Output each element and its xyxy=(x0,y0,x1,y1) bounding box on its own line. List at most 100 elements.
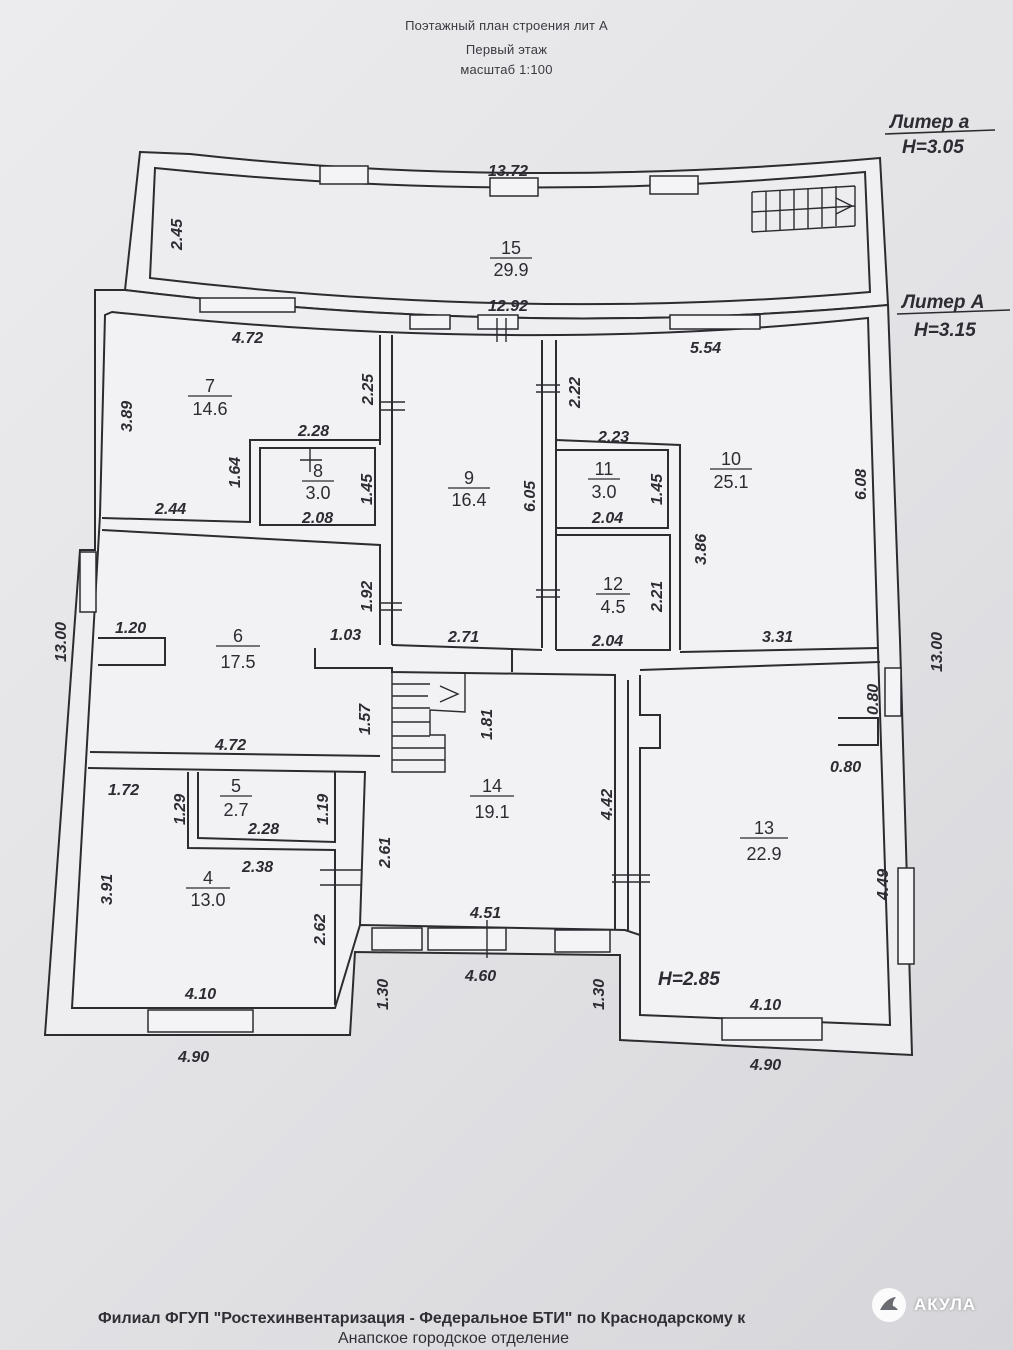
staircase-main xyxy=(391,672,466,773)
svg-text:3.0: 3.0 xyxy=(305,483,330,503)
liter-big-label: Литер А H=3.15 xyxy=(896,292,1011,341)
svg-text:1.20: 1.20 xyxy=(115,620,146,637)
svg-text:4.5: 4.5 xyxy=(600,597,625,617)
svg-text:1.19: 1.19 xyxy=(315,794,332,825)
plan-scale-label: масштаб 1:100 xyxy=(460,62,553,77)
svg-text:0.80: 0.80 xyxy=(865,684,882,715)
svg-text:29.9: 29.9 xyxy=(493,260,528,280)
svg-text:22.9: 22.9 xyxy=(746,844,781,864)
svg-text:2.28: 2.28 xyxy=(297,423,329,440)
svg-text:5.54: 5.54 xyxy=(690,340,721,357)
svg-text:3.0: 3.0 xyxy=(591,482,616,502)
svg-text:4.42: 4.42 xyxy=(599,789,616,821)
svg-text:2.7: 2.7 xyxy=(223,800,248,820)
svg-text:H=3.15: H=3.15 xyxy=(914,320,976,341)
svg-text:1.64: 1.64 xyxy=(227,457,244,488)
svg-text:13.72: 13.72 xyxy=(488,163,528,180)
door-marks xyxy=(300,318,650,958)
svg-text:13: 13 xyxy=(754,818,774,838)
svg-text:14.6: 14.6 xyxy=(192,399,227,419)
room-8: 8 3.0 xyxy=(302,461,334,503)
svg-text:12.92: 12.92 xyxy=(488,298,528,315)
interior-partitions xyxy=(87,335,881,1015)
svg-text:H=3.05: H=3.05 xyxy=(902,137,964,158)
footer-department: Анапское городское отделение xyxy=(338,1330,570,1347)
svg-text:13.00: 13.00 xyxy=(929,632,946,672)
svg-text:11: 11 xyxy=(595,459,614,479)
svg-text:4: 4 xyxy=(203,868,213,888)
svg-text:1.45: 1.45 xyxy=(649,473,666,505)
room-10: 10 25.1 xyxy=(710,449,752,492)
svg-text:2.45: 2.45 xyxy=(169,218,186,251)
svg-text:2.22: 2.22 xyxy=(567,377,584,409)
main-inner-wall xyxy=(70,310,892,1027)
watermark-text: АКУЛА xyxy=(914,1295,977,1314)
svg-text:4.49: 4.49 xyxy=(875,869,892,901)
room-14: 14 19.1 xyxy=(470,776,514,822)
staircase-veranda xyxy=(751,185,856,233)
floor-plan-drawing: 13.72 2.45 12.92 4.72 2.25 3.89 2.28 1.6… xyxy=(43,112,1011,1074)
svg-text:2.28: 2.28 xyxy=(247,821,279,838)
svg-text:19.1: 19.1 xyxy=(474,802,509,822)
svg-text:3.91: 3.91 xyxy=(99,874,116,905)
svg-text:2.44: 2.44 xyxy=(154,501,186,518)
room-12: 12 4.5 xyxy=(596,574,630,617)
svg-text:1.29: 1.29 xyxy=(172,794,189,825)
svg-text:4.90: 4.90 xyxy=(177,1049,209,1066)
shark-logo-icon xyxy=(872,1288,906,1322)
svg-text:0.80: 0.80 xyxy=(830,759,861,776)
svg-text:4.60: 4.60 xyxy=(464,968,496,985)
svg-text:4.51: 4.51 xyxy=(469,905,501,922)
svg-text:2.21: 2.21 xyxy=(649,581,666,613)
svg-text:1.57: 1.57 xyxy=(357,703,374,735)
svg-text:9: 9 xyxy=(464,468,474,488)
svg-text:16.4: 16.4 xyxy=(451,490,486,510)
svg-text:4.72: 4.72 xyxy=(214,737,246,754)
room-9: 9 16.4 xyxy=(448,468,490,510)
svg-text:2.04: 2.04 xyxy=(591,633,623,650)
svg-text:1.72: 1.72 xyxy=(108,782,139,799)
svg-text:4.72: 4.72 xyxy=(231,330,263,347)
svg-text:4.90: 4.90 xyxy=(749,1057,781,1074)
svg-text:1.03: 1.03 xyxy=(330,627,361,644)
svg-text:4.10: 4.10 xyxy=(184,986,216,1003)
liter-small-label: Литер а H=3.05 xyxy=(884,112,996,158)
svg-text:17.5: 17.5 xyxy=(220,652,255,672)
svg-text:15: 15 xyxy=(501,238,521,258)
room-7: 7 14.6 xyxy=(188,376,232,419)
svg-text:14: 14 xyxy=(482,776,502,796)
svg-text:2.25: 2.25 xyxy=(360,373,377,406)
windows xyxy=(79,165,915,1041)
svg-text:1.30: 1.30 xyxy=(591,979,608,1010)
svg-text:2.61: 2.61 xyxy=(377,837,394,869)
svg-text:8: 8 xyxy=(313,461,323,481)
room-6: 6 17.5 xyxy=(216,626,260,672)
svg-text:3.86: 3.86 xyxy=(693,534,710,565)
svg-text:2.62: 2.62 xyxy=(312,914,329,946)
svg-text:2.71: 2.71 xyxy=(447,629,479,646)
svg-text:2.38: 2.38 xyxy=(241,859,273,876)
svg-text:2.23: 2.23 xyxy=(597,429,629,446)
room-15: 15 29.9 xyxy=(490,238,532,280)
svg-text:6.08: 6.08 xyxy=(853,469,870,500)
footer-organization: Филиал ФГУП "Ростехинвентаризация - Феде… xyxy=(98,1310,746,1327)
svg-text:6: 6 xyxy=(233,626,243,646)
svg-text:2.04: 2.04 xyxy=(591,510,623,527)
room-13: 13 22.9 xyxy=(740,818,788,864)
dimension-labels: 13.72 2.45 12.92 4.72 2.25 3.89 2.28 1.6… xyxy=(53,163,946,1074)
svg-text:25.1: 25.1 xyxy=(713,472,748,492)
room-4: 4 13.0 xyxy=(186,868,230,910)
plan-title: Поэтажный план строения лит А xyxy=(405,18,608,33)
svg-text:1.92: 1.92 xyxy=(359,581,376,612)
svg-text:3.31: 3.31 xyxy=(762,629,793,646)
plan-floor-label: Первый этаж xyxy=(465,42,548,57)
watermark: АКУЛА xyxy=(872,1286,1000,1324)
svg-text:10: 10 xyxy=(721,449,741,469)
svg-text:1.81: 1.81 xyxy=(479,709,496,740)
room-5: 5 2.7 xyxy=(220,776,252,820)
veranda-inner-wall xyxy=(148,166,872,306)
room-11: 11 3.0 xyxy=(588,459,620,502)
svg-text:13.00: 13.00 xyxy=(53,622,70,662)
svg-text:4.10: 4.10 xyxy=(749,997,781,1014)
svg-text:5: 5 xyxy=(231,776,241,796)
